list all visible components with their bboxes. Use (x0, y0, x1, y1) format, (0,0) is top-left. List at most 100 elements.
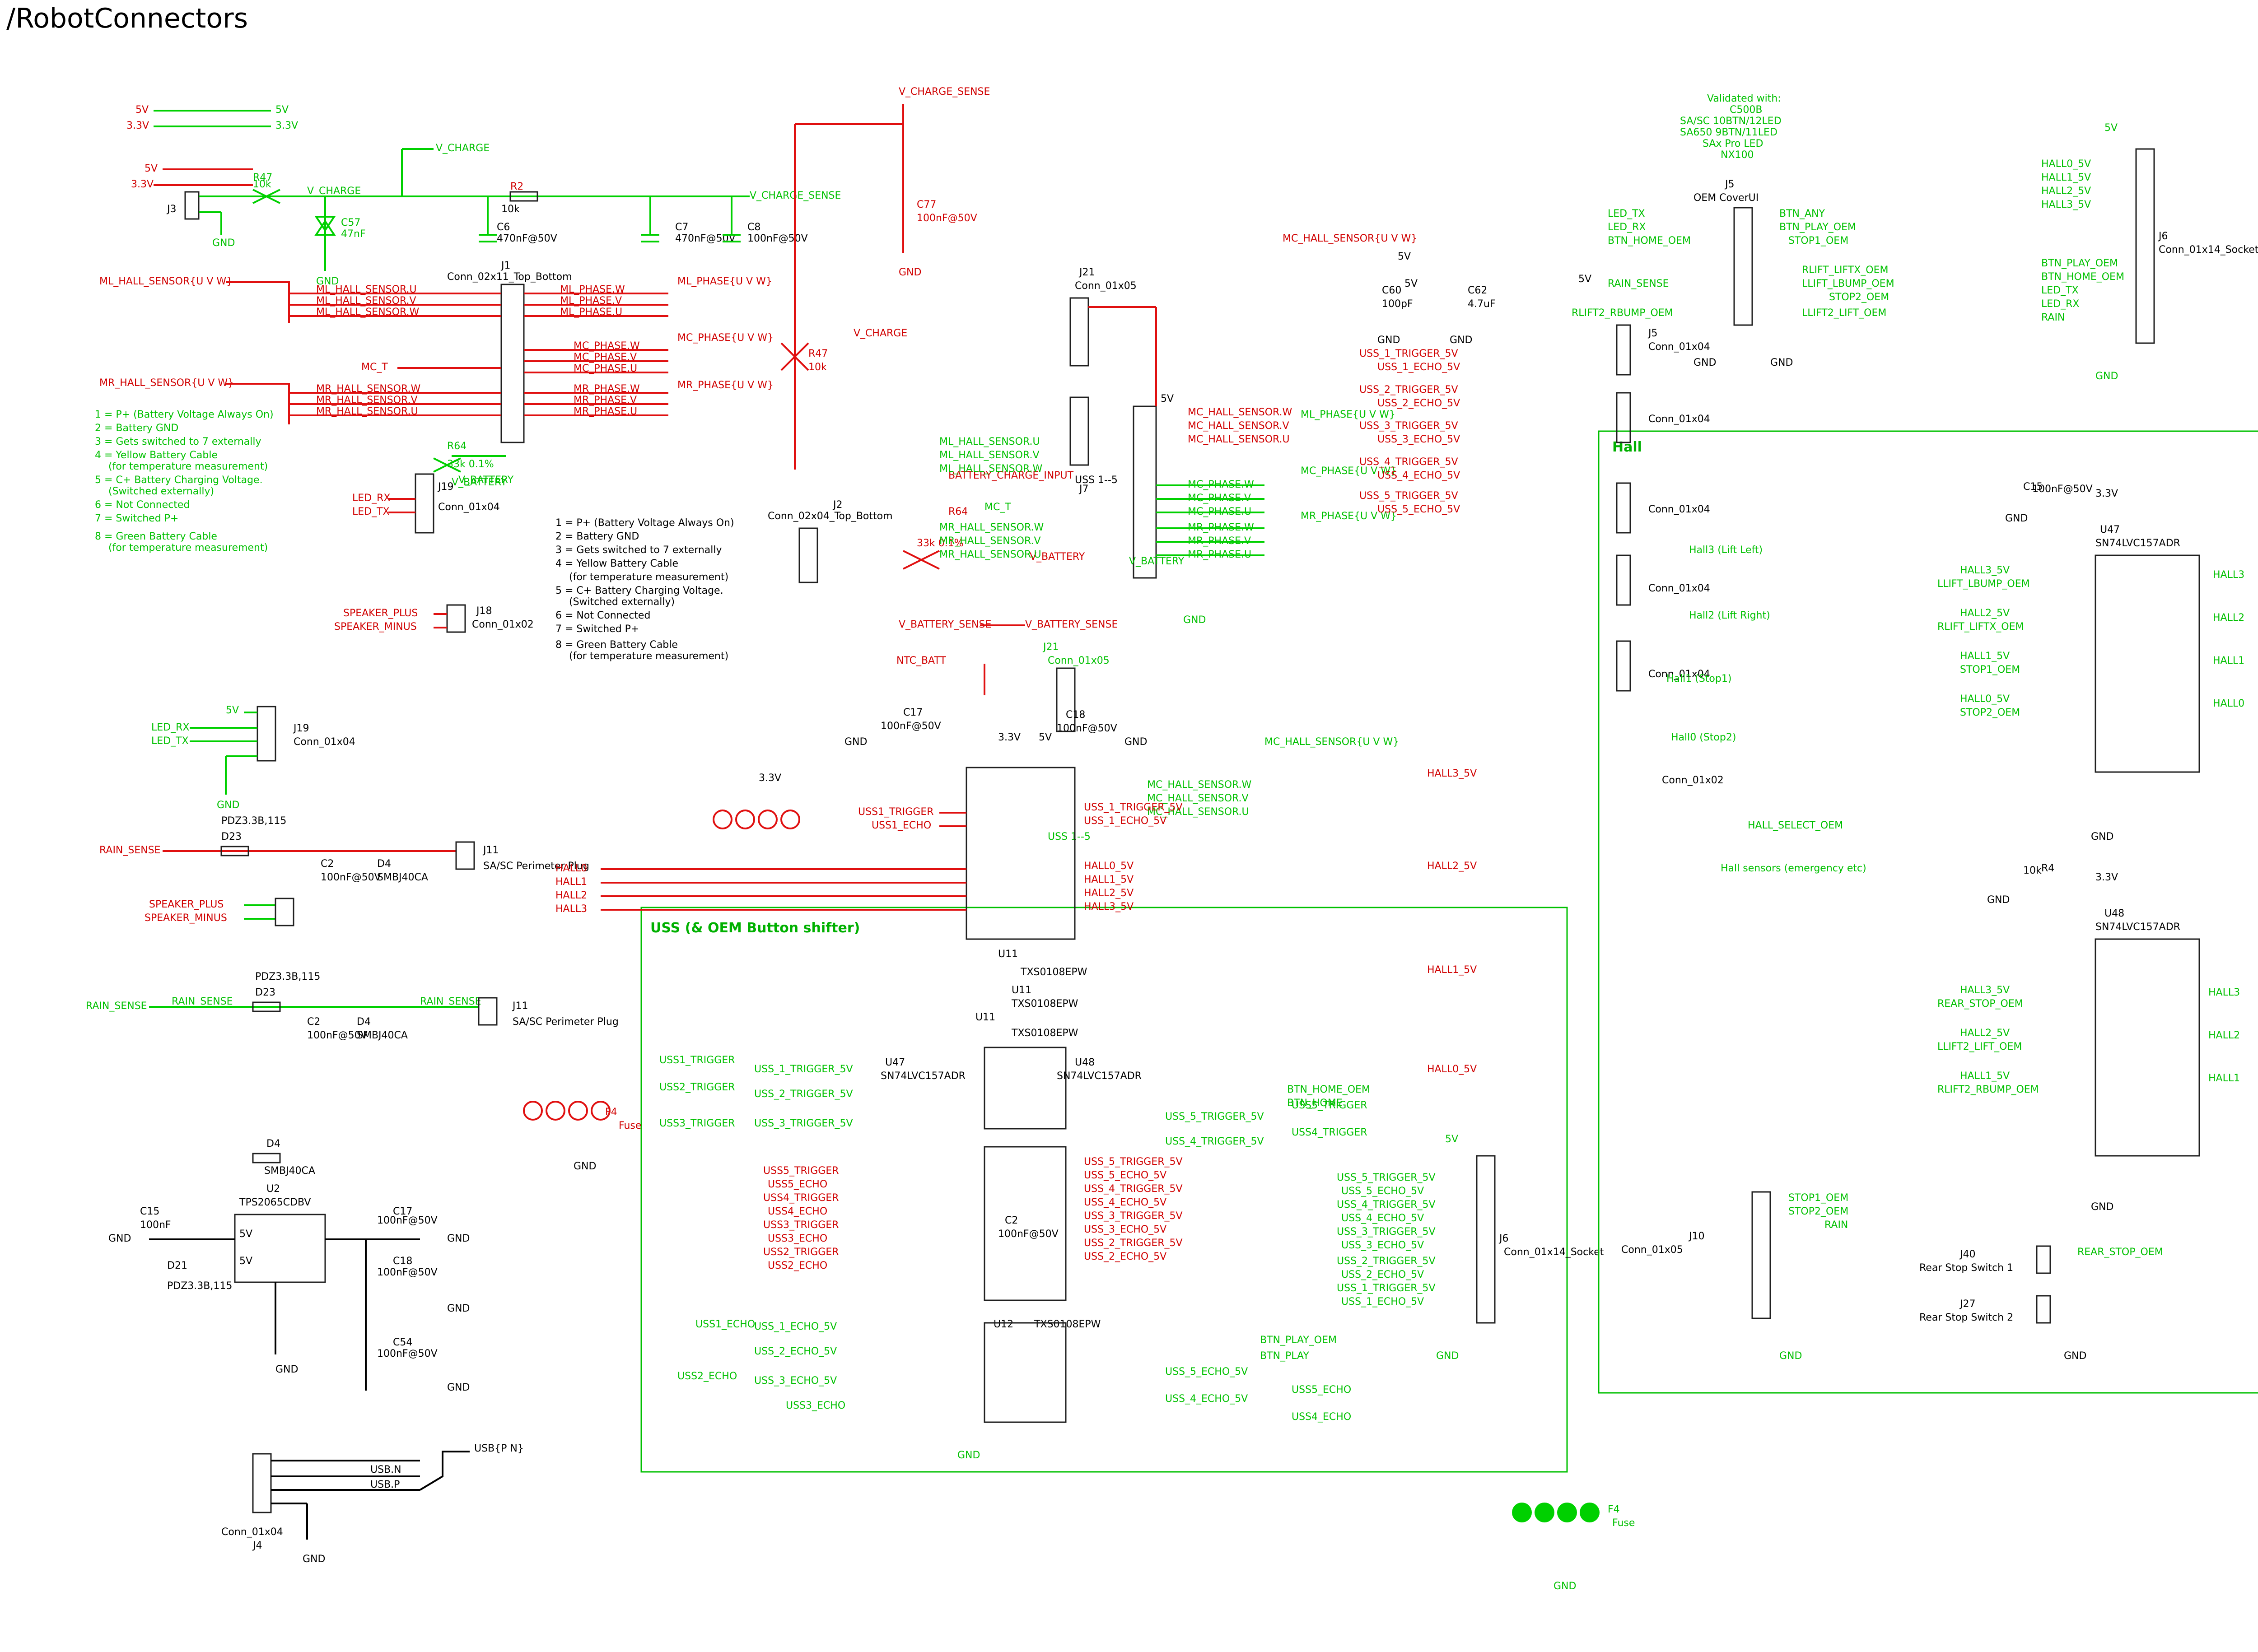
svg-text:GND: GND (447, 1303, 470, 1314)
svg-text:USS 1--5: USS 1--5 (1075, 475, 1118, 486)
svg-text:J21: J21 (1078, 267, 1095, 278)
svg-text:5 = C+ Battery Charging Voltag: 5 = C+ Battery Charging Voltage. (95, 475, 263, 486)
r64-ref: R2 (510, 181, 523, 192)
svg-text:R4: R4 (2041, 863, 2054, 874)
svg-text:MC_HALL_SENSOR.W: MC_HALL_SENSOR.W (1147, 779, 1252, 791)
net-mc-t: MC_T (361, 362, 388, 373)
svg-text:MR_HALL_SENSOR.W: MR_HALL_SENSOR.W (939, 522, 1044, 533)
svg-text:LLIFT_LBUMP_OEM: LLIFT_LBUMP_OEM (1802, 278, 1894, 289)
svg-text:HALL1_5V: HALL1_5V (2041, 172, 2091, 183)
net-label-5v-out: 5V (275, 104, 289, 116)
svg-text:J6: J6 (1498, 1233, 1509, 1244)
svg-text:USS_5_TRIGGER_5V: USS_5_TRIGGER_5V (1165, 1111, 1264, 1122)
svg-text:BTN_PLAY_OEM: BTN_PLAY_OEM (2041, 258, 2118, 269)
net-mr-hall-w: MR_HALL_SENSOR.W (316, 383, 420, 395)
svg-text:STOP2_OEM: STOP2_OEM (1788, 1206, 1848, 1217)
svg-text:HALL2: HALL2 (555, 890, 587, 901)
svg-text:STOP2_OEM: STOP2_OEM (1960, 707, 2020, 718)
svg-text:BTN_HOME: BTN_HOME (1287, 1098, 1343, 1109)
svg-text:Conn_01x04: Conn_01x04 (1648, 414, 1710, 425)
svg-text:MC_HALL_SENSOR.V: MC_HALL_SENSOR.V (1188, 420, 1289, 432)
svg-text:USS_5_ECHO_5V: USS_5_ECHO_5V (1377, 504, 1460, 515)
svg-text:GND: GND (2091, 831, 2113, 842)
svg-text:D4: D4 (377, 858, 391, 870)
fuse-f2-ref: R47 (253, 172, 272, 183)
svg-text:USS_4_ECHO_5V: USS_4_ECHO_5V (1377, 470, 1460, 481)
connector-j21 (1069, 297, 1089, 367)
svg-text:GND: GND (2005, 513, 2028, 524)
svg-text:REAR_STOP_OEM: REAR_STOP_OEM (2077, 1247, 2163, 1258)
svg-text:RAIN_SENSE: RAIN_SENSE (99, 845, 161, 856)
svg-text:100nF@50V: 100nF@50V (2032, 484, 2093, 495)
svg-text:100nF: 100nF (140, 1219, 171, 1231)
svg-text:GND: GND (447, 1233, 470, 1244)
svg-text:GND: GND (957, 1450, 980, 1461)
svg-text:SMBJ40CA: SMBJ40CA (377, 872, 428, 883)
svg-text:REAR_STOP_OEM: REAR_STOP_OEM (1937, 998, 2023, 1010)
hall-section-frame (1598, 430, 2258, 1394)
mounting-holes-green: F4 Fuse GND (1512, 1503, 1635, 1592)
svg-text:HALL2: HALL2 (2213, 612, 2244, 624)
svg-text:C2: C2 (307, 1016, 320, 1028)
svg-text:33k 0.1%: 33k 0.1% (447, 459, 494, 470)
svg-text:J4: J4 (252, 1540, 262, 1551)
svg-text:USS_1_ECHO_5V: USS_1_ECHO_5V (1341, 1296, 1424, 1308)
svg-text:GND: GND (303, 1554, 325, 1565)
svg-text:PDZ3.3B,115: PDZ3.3B,115 (221, 815, 286, 827)
svg-text:RAIN: RAIN (2041, 312, 2065, 323)
svg-text:Fuse: Fuse (1612, 1517, 1635, 1529)
page-title: /RobotConnectors (6, 3, 248, 34)
svg-text:8 = Green Battery Cable: 8 = Green Battery Cable (95, 531, 217, 542)
svg-text:LLIFT2_LIFT_OEM: LLIFT2_LIFT_OEM (1937, 1041, 2022, 1052)
svg-text:HALL1_5V: HALL1_5V (1960, 651, 2010, 662)
ic-u47-block: U47 SN74LVC157ADR C15 J1 3.3V GND HALL3_… (1937, 481, 2244, 842)
svg-text:U47: U47 (2100, 524, 2120, 535)
svg-text:HALL0_5V: HALL0_5V (1084, 861, 1134, 872)
svg-text:GND: GND (447, 1382, 470, 1393)
svg-text:SMBJ40CA: SMBJ40CA (357, 1030, 408, 1041)
svg-text:6 = Not Connected: 6 = Not Connected (95, 499, 190, 511)
svg-text:HALL3: HALL3 (2208, 987, 2240, 998)
svg-text:HALL0: HALL0 (555, 863, 587, 874)
svg-text:J21: J21 (1042, 642, 1059, 653)
svg-text:HALL2_5V: HALL2_5V (2041, 186, 2091, 197)
svg-text:3.3V: 3.3V (2095, 872, 2118, 883)
svg-text:USS_5_TRIGGER_5V: USS_5_TRIGGER_5V (1337, 1172, 1436, 1183)
svg-text:TXS0108EPW: TXS0108EPW (1020, 967, 1087, 978)
svg-text:U11: U11 (1012, 985, 1031, 996)
svg-text:NTC_BATT: NTC_BATT (896, 655, 946, 666)
svg-text:USS4_ECHO: USS4_ECHO (1292, 1411, 1351, 1423)
svg-text:USS2_ECHO: USS2_ECHO (677, 1371, 737, 1382)
svg-text:F4: F4 (1608, 1504, 1620, 1515)
svg-text:5V: 5V (1578, 274, 1591, 285)
svg-text:USS_3_ECHO_5V: USS_3_ECHO_5V (1377, 434, 1460, 445)
svg-text:100pF: 100pF (1382, 298, 1413, 310)
svg-text:HALL1_5V: HALL1_5V (1084, 874, 1134, 885)
svg-text:SMBJ40CA: SMBJ40CA (264, 1165, 315, 1177)
svg-text:C54: C54 (393, 1337, 412, 1348)
svg-text:GND: GND (217, 800, 239, 811)
ic-u48-block: U48 SN74LVC157ADR R4 10k 3.3V GND HALL3_… (1937, 863, 2240, 1213)
fuse-f2-value: 10k (253, 179, 271, 190)
svg-text:U48: U48 (1075, 1057, 1095, 1068)
svg-text:TXS0108EPW: TXS0108EPW (1011, 1028, 1078, 1039)
svg-text:GND: GND (2095, 371, 2118, 382)
svg-text:USS2_ECHO: USS2_ECHO (768, 1260, 827, 1271)
svg-text:HALL_SELECT_OEM: HALL_SELECT_OEM (1748, 820, 1843, 831)
svg-text:D21: D21 (167, 1260, 187, 1271)
svg-text:LED_RX: LED_RX (352, 493, 390, 504)
ic-u12-block: USS5_TRIGGER USS5_ECHO USS4_TRIGGER USS4… (763, 1146, 1183, 1330)
svg-text:U11: U11 (998, 949, 1018, 960)
svg-text:Rear Stop Switch 1: Rear Stop Switch 1 (1919, 1262, 2013, 1274)
svg-text:7 = Switched P+: 7 = Switched P+ (95, 513, 178, 524)
svg-text:GND: GND (1124, 736, 1147, 748)
connector-j2 (798, 527, 818, 583)
svg-text:F4: F4 (605, 1107, 617, 1118)
connector-j10-j21: J21 Conn_01x05 J7 USS 1--5 5V MC_HALL_SE… (939, 233, 1417, 842)
svg-text:TXS0108EPW: TXS0108EPW (1011, 998, 1078, 1010)
svg-text:SPEAKER_PLUS: SPEAKER_PLUS (149, 899, 224, 910)
svg-text:HALL1_5V: HALL1_5V (1960, 1070, 2010, 1082)
svg-text:HALL1: HALL1 (555, 876, 587, 888)
svg-text:LED_RX: LED_RX (2041, 298, 2079, 310)
